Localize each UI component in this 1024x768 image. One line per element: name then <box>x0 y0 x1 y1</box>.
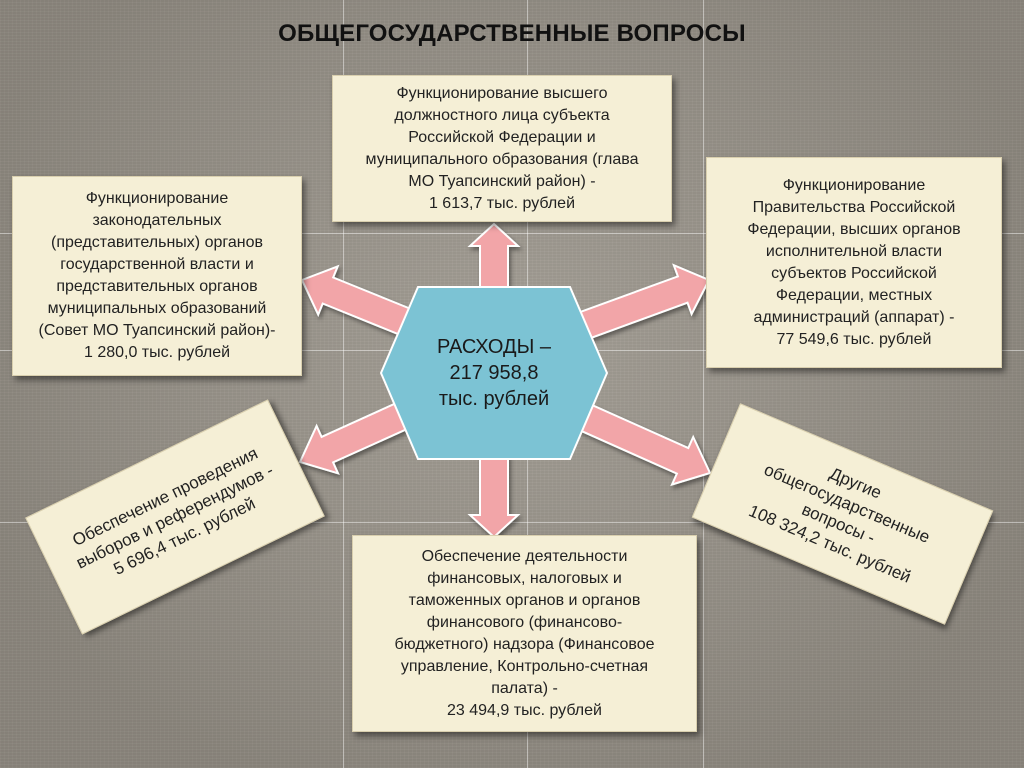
item-executive-bodies-text: Функционирование Правительства Российско… <box>747 176 961 348</box>
arrow-to-right <box>573 263 711 342</box>
guide-line-vertical <box>343 0 344 768</box>
item-financial-bodies: Обеспечение деятельности финансовых, нал… <box>352 535 697 732</box>
item-highest-official-text: Функционирование высшего должностного ли… <box>365 84 639 212</box>
center-hexagon <box>379 286 609 460</box>
guide-line-horizontal <box>0 233 1024 234</box>
item-highest-official: Функционирование высшего должностного ли… <box>332 75 672 222</box>
item-legislative-bodies: Функционирование законодательных (предст… <box>12 176 302 376</box>
arrow-to-top <box>467 222 521 293</box>
item-legislative-bodies-text: Функционирование законодательных (предст… <box>38 190 276 361</box>
arrow-to-bottom <box>467 453 521 539</box>
guide-line-vertical <box>703 0 704 768</box>
item-executive-bodies: Функционирование Правительства Российско… <box>706 157 1002 368</box>
page-title: ОБЩЕГОСУДАРСТВЕННЫЕ ВОПРОСЫ <box>278 20 746 47</box>
item-financial-bodies-text: Обеспечение деятельности финансовых, нал… <box>394 547 655 719</box>
guide-line-horizontal <box>0 522 1024 523</box>
total-expenses-label: РАСХОДЫ – 217 958,8 тыс. рублей <box>437 336 551 410</box>
arrow-to-lower-right <box>572 400 712 487</box>
